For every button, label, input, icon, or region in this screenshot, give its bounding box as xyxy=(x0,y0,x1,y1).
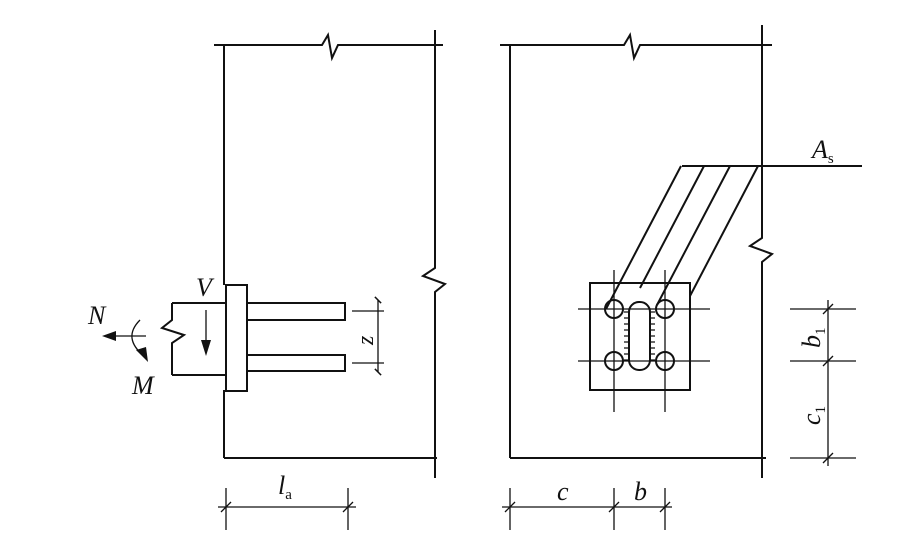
bolt-hole-bl xyxy=(604,351,624,371)
right-right-break-line xyxy=(747,25,775,478)
anchor-bar-top xyxy=(247,302,346,321)
c-tick-left xyxy=(504,501,516,513)
inclined-bar-3 xyxy=(656,165,731,306)
label-m: M xyxy=(131,371,155,400)
label-c: c xyxy=(557,477,569,506)
label-la: la xyxy=(278,471,292,503)
shear-lug xyxy=(628,301,651,371)
bolt-hole-tl xyxy=(604,299,624,319)
c1-tick-bottom xyxy=(822,452,834,464)
weld-marks-right xyxy=(651,311,655,361)
moment-arrow-head xyxy=(136,347,148,362)
shear-arrow-head xyxy=(201,340,211,356)
inclined-bar-4 xyxy=(689,165,759,297)
left-side-view: V N M z la xyxy=(87,30,448,530)
la-tick-right xyxy=(342,501,354,513)
axial-arrow-head xyxy=(102,331,116,341)
left-top-break-line xyxy=(214,32,443,62)
label-n: N xyxy=(87,301,107,330)
anchor-bar-bottom xyxy=(247,354,346,372)
label-c1: c1 xyxy=(797,406,829,425)
weld-marks-left xyxy=(624,311,628,361)
label-z: z xyxy=(353,335,379,346)
label-as: As xyxy=(810,135,834,167)
la-tick-left xyxy=(220,501,232,513)
member-break-line xyxy=(159,303,187,375)
c-tick-right xyxy=(608,501,620,513)
label-v: V xyxy=(196,273,215,302)
right-front-view: As c b b1 c1 xyxy=(500,25,862,530)
right-top-break-line xyxy=(500,32,772,62)
bolt-hole-br xyxy=(655,351,675,371)
b1-tick-top xyxy=(822,303,834,315)
b-tick-right xyxy=(659,501,671,513)
left-right-break-line xyxy=(420,30,448,478)
anchor-plate-side xyxy=(225,284,248,392)
b1-tick-bottom xyxy=(822,355,834,367)
inclined-bar-1 xyxy=(605,165,682,310)
label-b: b xyxy=(634,477,647,506)
anchor-plate-face xyxy=(589,282,691,391)
inclined-bar-2 xyxy=(639,165,705,289)
bolt-hole-tr xyxy=(655,299,675,319)
label-b1: b1 xyxy=(797,328,829,349)
